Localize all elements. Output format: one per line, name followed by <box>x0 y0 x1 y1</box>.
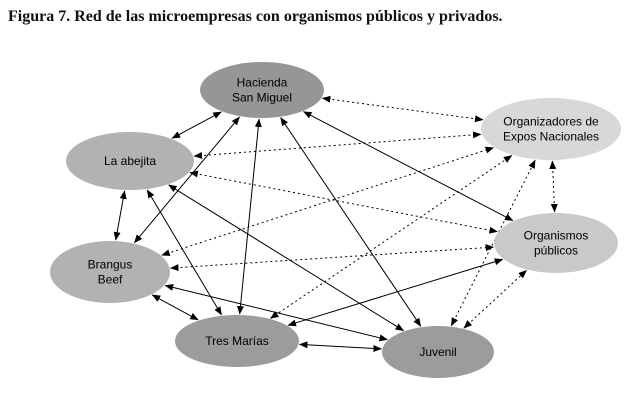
node-shape-la-abejita <box>66 132 194 190</box>
node-shape-brangus-beef <box>50 241 170 303</box>
node-label-tres-marias-line1: Tres Marías <box>205 334 269 348</box>
node-shape-organismos-publicos <box>494 213 618 273</box>
figure-title: Figura 7. Red de las microempresas con o… <box>8 8 503 25</box>
node-shape-tres-marias <box>175 315 299 367</box>
edge-la-abejita--organismos-publicos <box>189 170 498 234</box>
node-label-juvenil-line1: Juvenil <box>419 345 456 359</box>
node-label-hacienda-san-miguel-line2: San Miguel <box>232 91 292 105</box>
edge-la-abejita--organizadores-expos <box>193 131 482 159</box>
node-tres-marias: Tres Marías <box>175 315 299 367</box>
edge-tres-marias--organismos-publicos <box>287 258 504 327</box>
edge-brangus-beef--organismos-publicos <box>170 244 495 272</box>
node-shape-juvenil <box>382 326 494 378</box>
node-shape-organizadores-expos <box>481 98 621 160</box>
edge-brangus-beef--tres-marias <box>151 294 199 321</box>
edge-hacienda-san-miguel--juvenil <box>280 117 422 327</box>
node-label-la-abejita-line1: La abejita <box>104 154 156 168</box>
edge-hacienda-san-miguel--la-abejita <box>171 111 222 139</box>
edge-brangus-beef--organizadores-expos <box>161 146 495 257</box>
node-label-hacienda-san-miguel-line1: Hacienda <box>237 76 288 90</box>
edge-hacienda-san-miguel--tres-marias <box>237 118 262 315</box>
node-label-organismos-publicos-line1: Organismos <box>524 229 589 243</box>
edge-la-abejita--brangus-beef <box>113 190 127 241</box>
edge-tres-marias--organizadores-expos <box>270 155 513 319</box>
node-la-abejita: La abejita <box>66 132 194 190</box>
node-label-brangus-beef-line2: Beef <box>98 273 123 287</box>
edge-organizadores-expos--organismos-publicos <box>549 160 558 213</box>
node-juvenil: Juvenil <box>382 326 494 378</box>
node-label-organizadores-expos-line1: Organizadores de <box>503 115 599 129</box>
edge-juvenil--organismos-publicos <box>463 269 527 329</box>
node-shape-hacienda-san-miguel <box>200 62 324 118</box>
node-label-brangus-beef-line1: Brangus <box>88 258 133 272</box>
edge-tres-marias--juvenil <box>299 341 382 352</box>
edge-hacienda-san-miguel--organizadores-expos <box>321 95 484 123</box>
edges-layer <box>113 95 558 352</box>
node-label-organizadores-expos-line2: Expos Nacionales <box>503 130 599 144</box>
node-label-organismos-publicos-line2: públicos <box>534 244 578 258</box>
